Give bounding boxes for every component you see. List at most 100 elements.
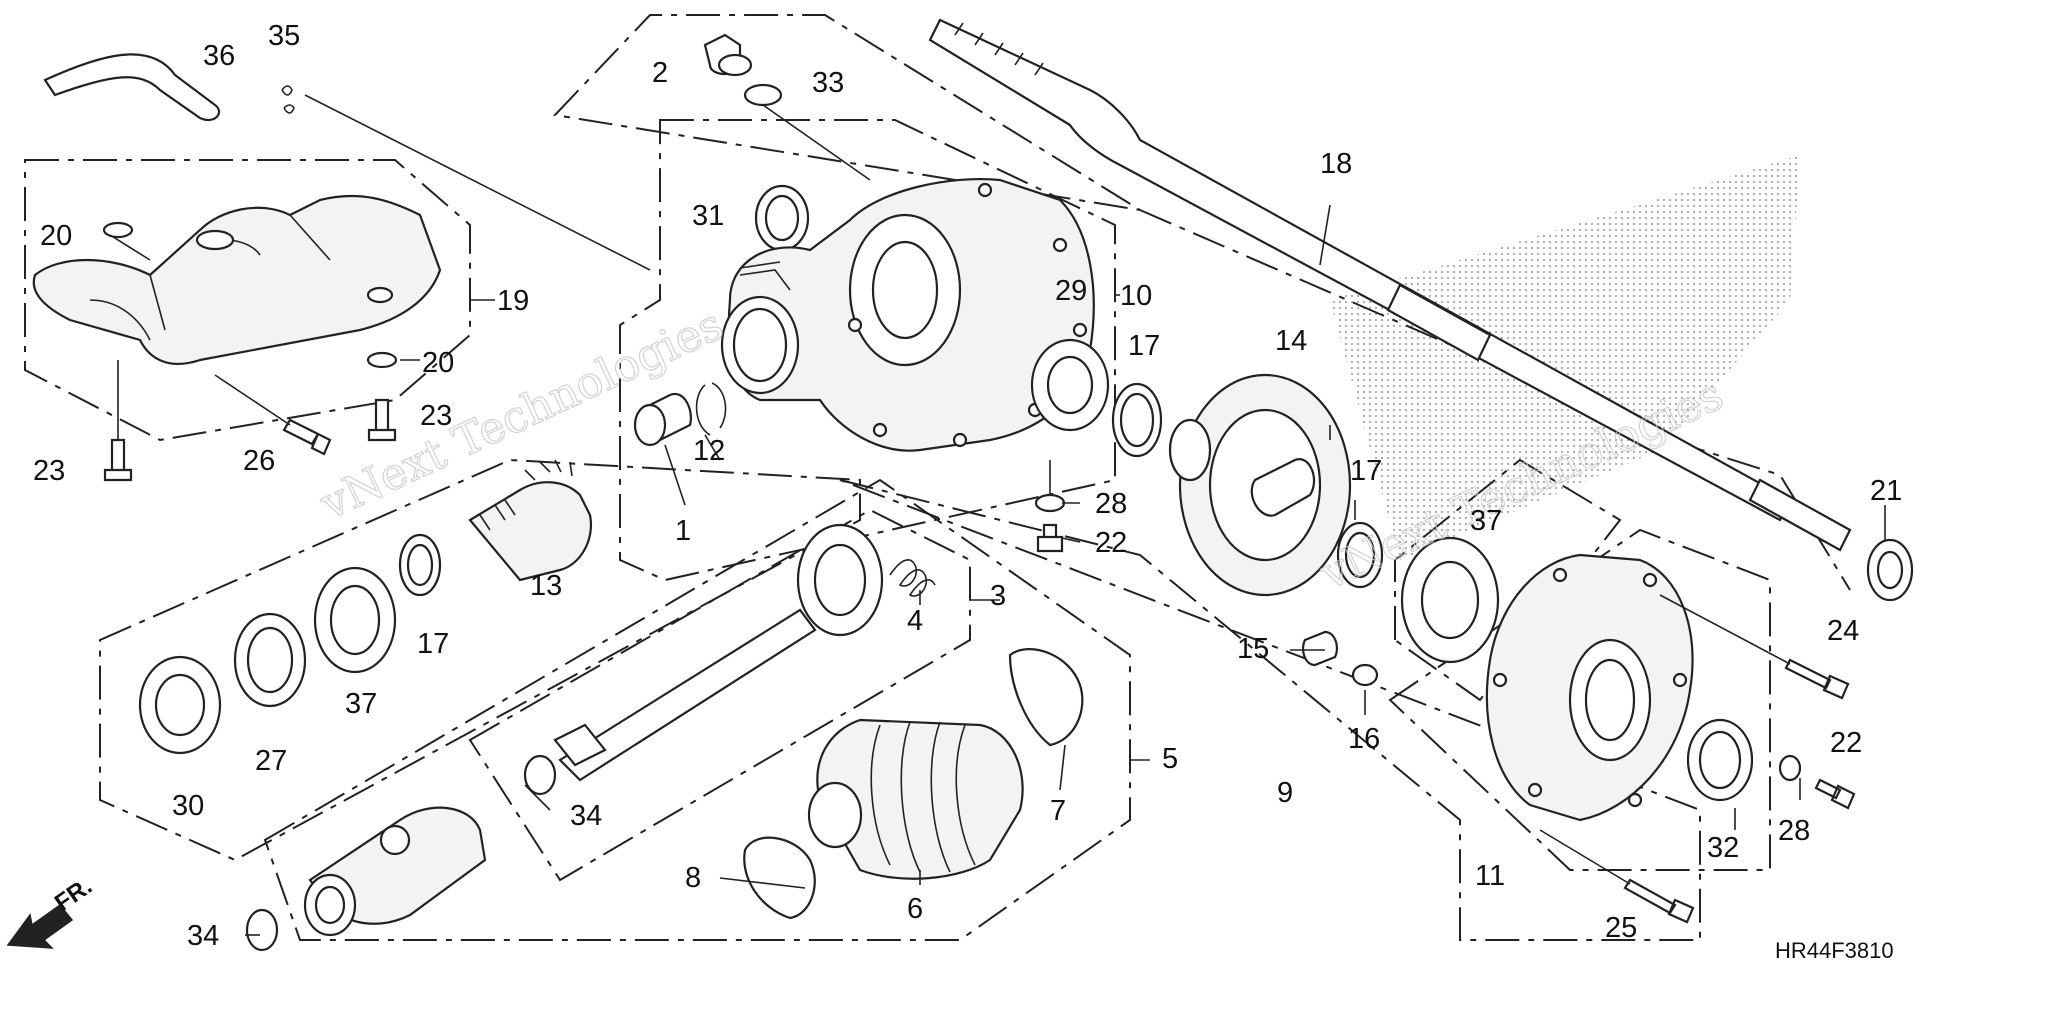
callout-23b: 23 <box>420 400 452 432</box>
pinion-teeth <box>479 459 573 531</box>
bolt-22b <box>1814 778 1856 810</box>
callout-26: 26 <box>243 445 275 477</box>
boot-end <box>807 781 863 849</box>
grommet-20a <box>102 221 134 239</box>
callout-5: 5 <box>1162 743 1178 775</box>
callout-36: 36 <box>203 40 235 72</box>
pinion-gear-13 <box>468 481 593 582</box>
diagram-code: HR44F3810 <box>1775 938 1894 963</box>
callout-16: 16 <box>1348 723 1380 755</box>
callout-17b: 17 <box>1350 455 1382 487</box>
callout-27: 27 <box>255 745 287 777</box>
washer-28a <box>1034 493 1066 513</box>
lock-nut-27-inner <box>246 626 294 694</box>
hose-36 <box>43 53 221 122</box>
group-outline-9 <box>839 479 1701 941</box>
oring-34b <box>245 908 279 952</box>
bolt-22a <box>1036 523 1064 553</box>
shim-17b-inner <box>1344 531 1376 579</box>
callout-14: 14 <box>1275 325 1307 357</box>
callout-9: 9 <box>1277 777 1293 809</box>
cover-bolt-holes <box>1492 567 1688 808</box>
callout-labels: 1 2 3 4 5 6 7 8 9 10 11 12 13 14 15 16 1… <box>33 20 1902 952</box>
oring-34a <box>523 754 557 796</box>
cover-plate-hole-2 <box>366 286 394 304</box>
leader-33 <box>762 104 871 181</box>
callout-32: 32 <box>1707 832 1739 864</box>
callout-17c: 17 <box>417 628 449 660</box>
gear-case-bore-inner <box>732 307 788 383</box>
callout-30: 30 <box>172 790 204 822</box>
callout-2: 2 <box>652 57 668 89</box>
callout-6: 6 <box>907 893 923 925</box>
boot-ribs <box>870 721 976 873</box>
callout-37b: 37 <box>1470 505 1502 537</box>
callout-12: 12 <box>693 435 725 467</box>
leader-lines <box>109 204 1886 936</box>
grommet-20b <box>366 351 398 369</box>
group-outline-10 <box>619 119 1116 582</box>
callout-18: 18 <box>1320 148 1352 180</box>
group-outline-19 <box>24 159 471 442</box>
front-arrow-icon <box>6 903 74 949</box>
band-8 <box>743 836 816 920</box>
group-outline-37 <box>1394 458 1622 702</box>
leader-26 <box>214 374 291 426</box>
callout-23a: 23 <box>33 455 65 487</box>
gear-case-flange-inner <box>871 240 939 340</box>
group-outline-left <box>99 458 861 862</box>
callout-4: 4 <box>907 605 923 637</box>
shim-17a-inner <box>1119 392 1155 448</box>
callout-15: 15 <box>1237 633 1269 665</box>
universal-joint-cap <box>379 824 411 856</box>
bolt-25 <box>1623 878 1695 924</box>
callout-37a: 37 <box>345 688 377 720</box>
callout-3: 3 <box>990 580 1006 612</box>
band-7 <box>1008 648 1084 747</box>
axle-spline-middle <box>1386 283 1492 362</box>
boot-6 <box>816 718 1024 880</box>
universal-joint-yoke-inner <box>314 885 346 925</box>
leader-35 <box>304 94 651 271</box>
axle-spline-lower <box>1748 478 1852 552</box>
ring-gear-hub-end <box>1168 418 1212 482</box>
cover-plate-detail <box>89 214 331 341</box>
callout-1: 1 <box>675 515 691 547</box>
callout-10: 10 <box>1120 280 1152 312</box>
cover-plate-19 <box>32 194 442 365</box>
callout-28a: 28 <box>1095 488 1127 520</box>
leader-12 <box>704 434 721 461</box>
bolt-24 <box>1784 658 1850 700</box>
bolt-26 <box>282 418 332 456</box>
callout-35: 35 <box>268 20 300 52</box>
callout-17a: 17 <box>1128 330 1160 362</box>
callout-22a: 22 <box>1095 527 1127 559</box>
shaft-flange-inner <box>813 543 867 617</box>
leader-1 <box>664 444 686 506</box>
callout-7: 7 <box>1050 795 1066 827</box>
circlip-12 <box>695 382 727 436</box>
axle-spline-upper <box>954 22 1044 76</box>
callout-8: 8 <box>685 862 701 894</box>
breather-tube <box>739 261 791 291</box>
callout-28b: 28 <box>1778 815 1810 847</box>
seal-31-inner <box>764 194 800 242</box>
callout-21: 21 <box>1870 475 1902 507</box>
bolt-23b <box>367 398 397 442</box>
gear-case-bolt-holes <box>847 182 1088 448</box>
callout-11: 11 <box>1475 860 1505 892</box>
callout-29: 29 <box>1055 275 1087 307</box>
cover-plate-hole <box>195 229 235 251</box>
propeller-shaft-3 <box>558 608 817 782</box>
bearing-37a-inner <box>329 584 381 656</box>
callout-19: 19 <box>497 285 529 317</box>
axle-shaft-18 <box>928 18 1792 522</box>
shaft-spline <box>553 723 607 767</box>
washer-28b <box>1778 754 1802 782</box>
group-outline-top <box>552 14 1141 211</box>
oring-33 <box>743 83 783 107</box>
callout-31: 31 <box>692 200 724 232</box>
callout-24: 24 <box>1827 615 1859 647</box>
callout-25: 25 <box>1605 912 1637 944</box>
